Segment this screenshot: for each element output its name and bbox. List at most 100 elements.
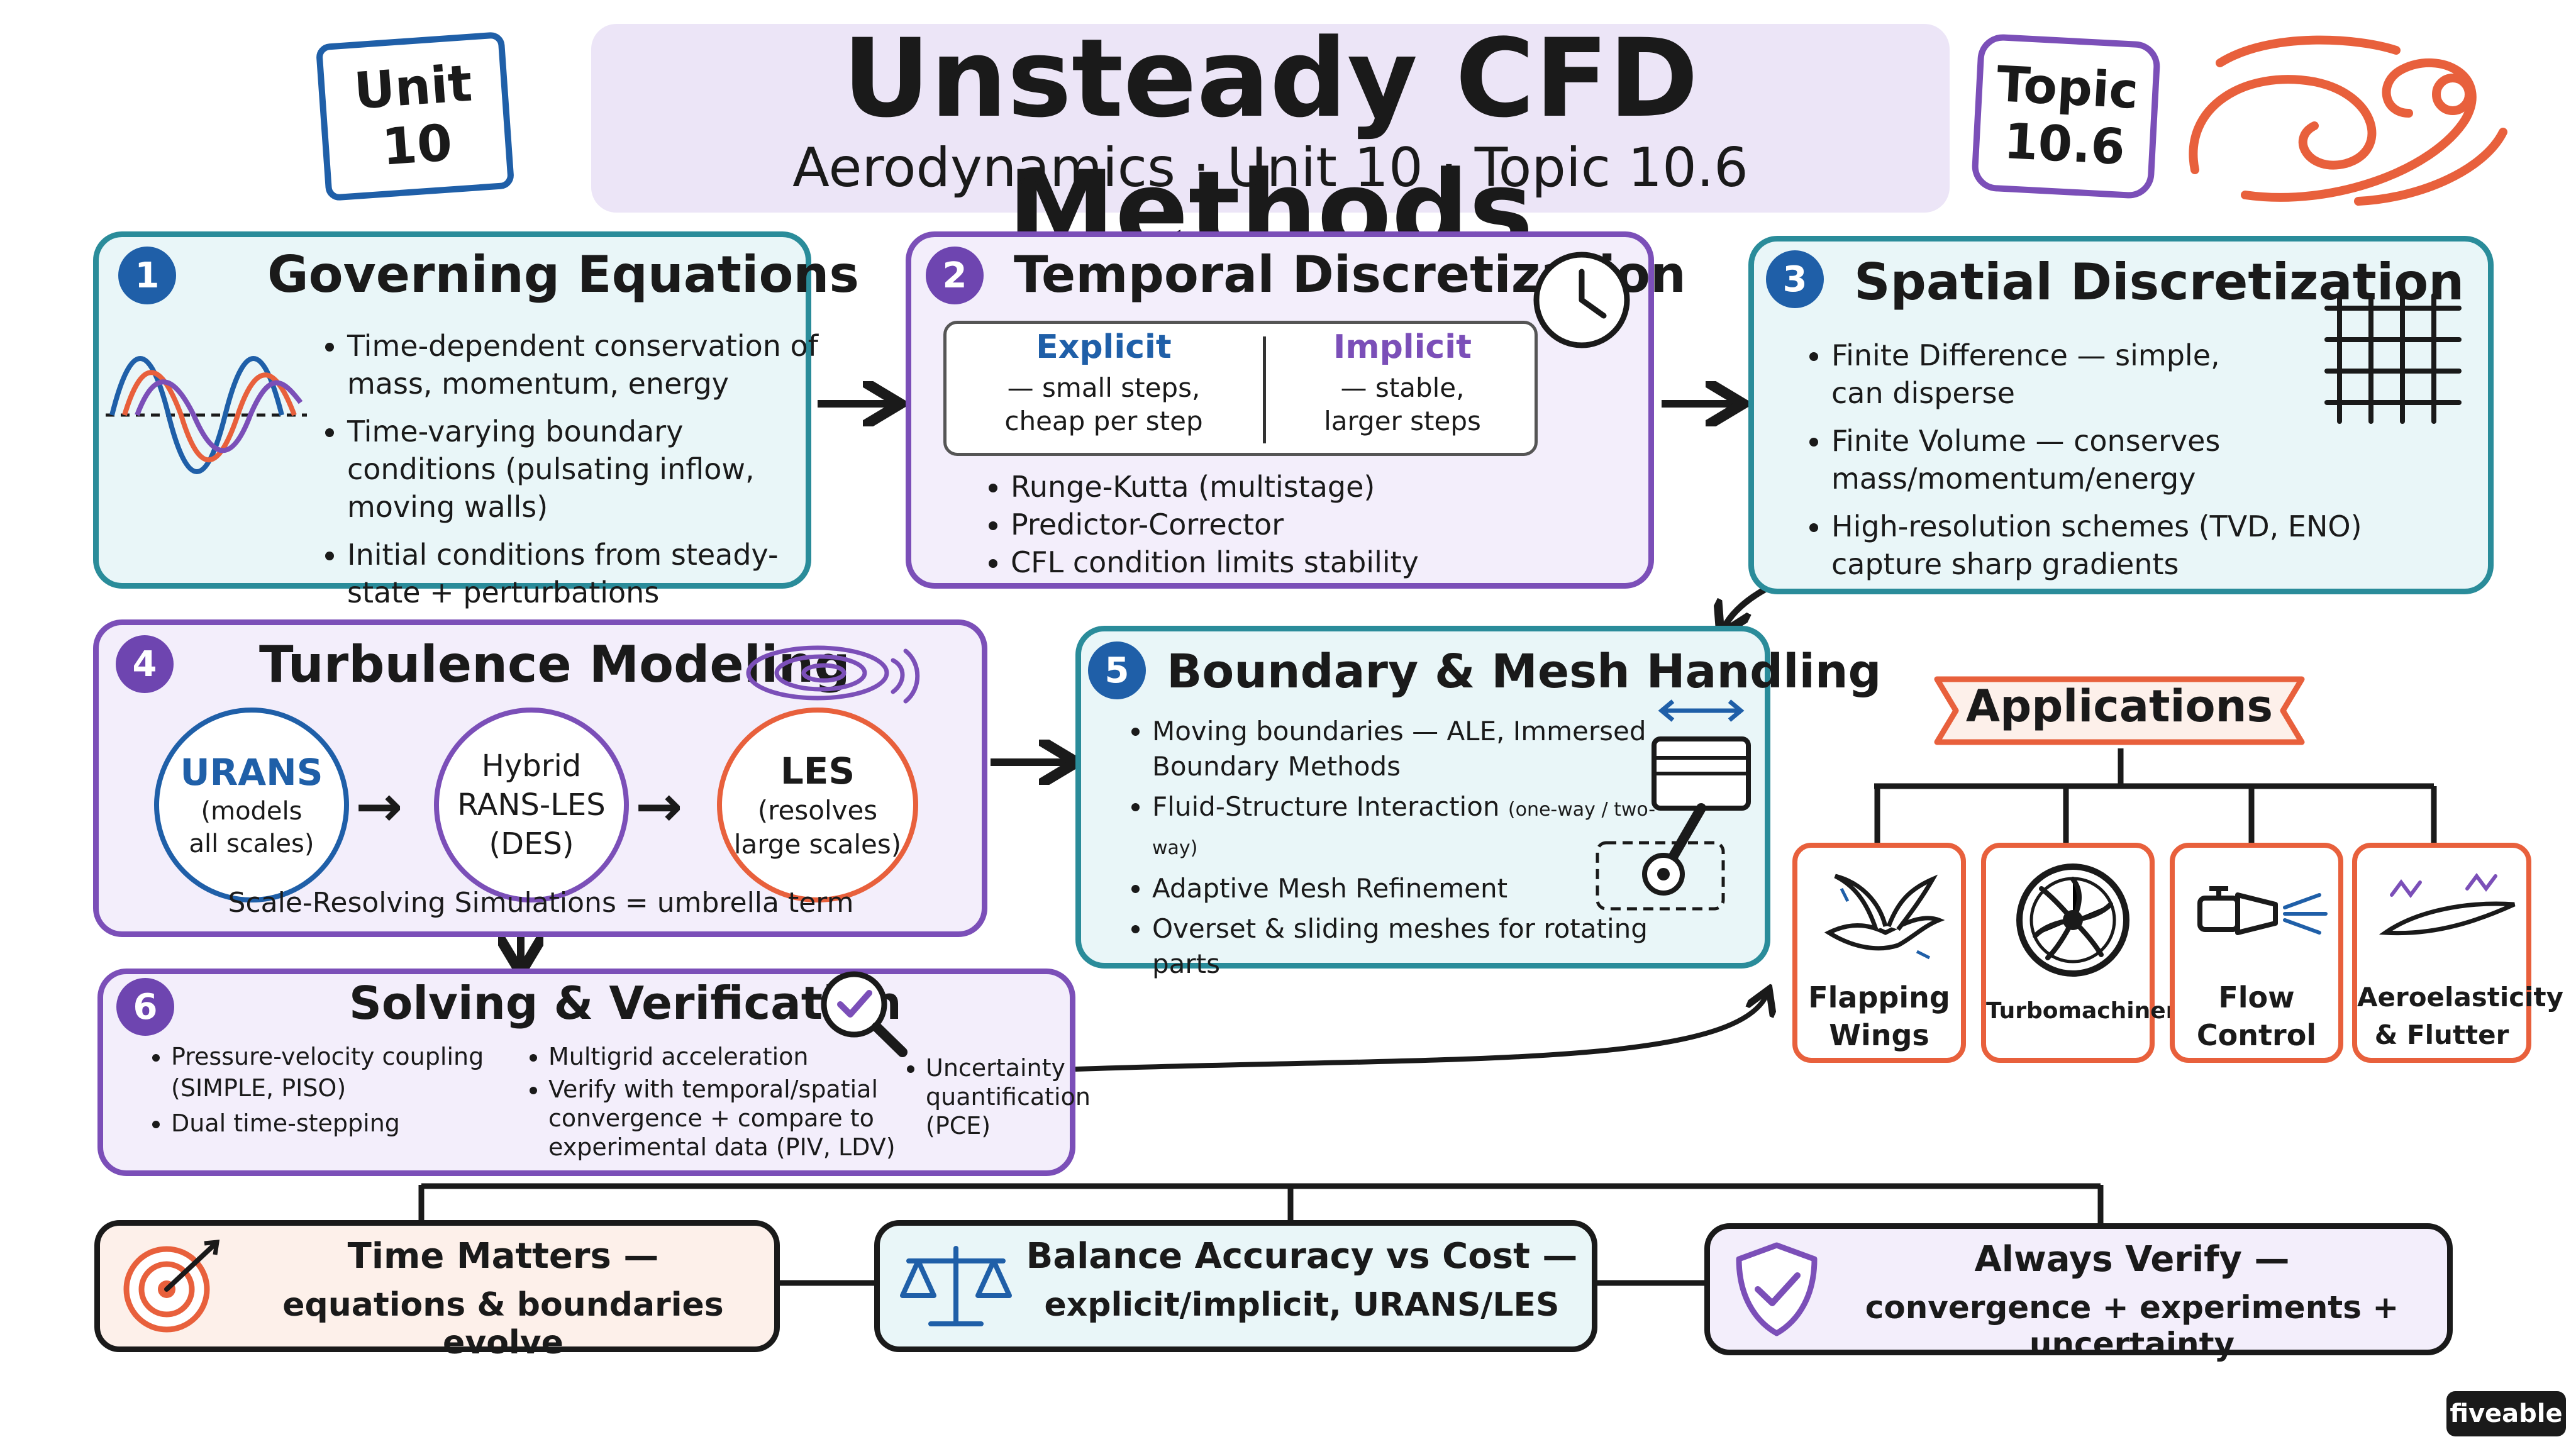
- section-solving-verification: [97, 969, 1075, 1176]
- bullet: Time-dependent conservation of mass, mom…: [347, 327, 831, 402]
- vortex-icon: [746, 645, 920, 704]
- bullet: High-resolution schemes (TVD, ENO) captu…: [1831, 508, 2423, 583]
- section-3-bullets: Finite Difference — simple, can disperse…: [1799, 336, 2423, 593]
- section-4-number: 4: [116, 635, 174, 693]
- section-6-col-1: Pressure-velocity coupling (SIMPLE, PISO…: [138, 1041, 511, 1149]
- app-label-line-2: Control: [2196, 1018, 2317, 1052]
- urans-node: URANS (models all scales): [154, 708, 349, 902]
- section-3-number: 3: [1766, 250, 1824, 308]
- app-label-line-1: Turbomachinery: [1986, 998, 2192, 1024]
- bullet: Multigrid acceleration: [548, 1041, 919, 1072]
- arrow-6-to-apps: [1075, 994, 1767, 1072]
- urans-title: URANS: [180, 751, 323, 794]
- swirl-icon: [2189, 35, 2507, 206]
- fiveable-logo[interactable]: fiveable: [2446, 1391, 2566, 1436]
- hybrid-line-3: (DES): [489, 826, 574, 862]
- takeaway-3-line-1: Always Verify —: [1974, 1239, 2290, 1280]
- takeaway-2-line-1: Balance Accuracy vs Cost —: [1026, 1236, 1578, 1277]
- bullet-fsi: Fluid-Structure Interaction (one-way / t…: [1152, 789, 1693, 866]
- target-icon: [123, 1240, 220, 1333]
- turbine-fan-icon: [2016, 863, 2129, 977]
- takeaway-1-line-2: equations & boundaries evolve: [282, 1286, 724, 1362]
- unit-badge: Unit 10: [315, 31, 515, 202]
- applications-ribbon: [1934, 676, 2305, 745]
- takeaway-balance-accuracy: [874, 1220, 1597, 1352]
- bullet: Uncertainty quantification (PCE): [926, 1053, 1102, 1140]
- bullet: Verify with temporal/spatial convergence…: [548, 1075, 919, 1162]
- explicit-implicit-compare: [943, 321, 1538, 456]
- section-5-number: 5: [1088, 641, 1146, 699]
- section-5-bullets: Moving boundaries — ALE, Immersed Bounda…: [1119, 714, 1693, 987]
- les-line-1: (resolves: [757, 795, 878, 826]
- implicit-line-2: larger steps: [1324, 406, 1481, 436]
- piston-icon: [1596, 699, 1751, 911]
- fsi-text: Fluid-Structure Interaction: [1152, 791, 1500, 822]
- explicit-line-2: cheap per step: [1004, 406, 1203, 436]
- bullet: Initial conditions from steady-state + p…: [347, 536, 831, 611]
- app-card-turbomachinery: Turbomachinery: [1981, 843, 2192, 1063]
- applications-title: Applications: [1965, 680, 2273, 732]
- hybrid-line-1: Hybrid: [481, 748, 582, 784]
- section-2-number: 2: [926, 247, 984, 304]
- flutter-wing-icon: [2379, 873, 2516, 936]
- bullet: CFL condition limits stability: [1011, 544, 1671, 580]
- section-3-title: Spatial Discretization: [1854, 253, 2465, 311]
- shield-check-icon: [1736, 1242, 1818, 1336]
- section-6-number: 6: [116, 978, 174, 1036]
- explicit-title: Explicit: [1036, 328, 1172, 366]
- section-1-number: 1: [118, 247, 176, 304]
- page-subtitle: Aerodynamics · Unit 10 · Topic 10.6: [792, 136, 1748, 199]
- hybrid-node: Hybrid RANS-LES (DES): [434, 708, 629, 902]
- fsi-small: (one-way / two-way): [1152, 799, 1656, 859]
- section-6-col-3: Uncertainty quantification (PCE): [893, 1053, 1102, 1150]
- bullet: Finite Volume — conserves mass/momentum/…: [1831, 422, 2423, 497]
- topic-badge: Topic 10.6: [1970, 33, 2162, 200]
- app-label-line-1: Flow: [2218, 980, 2295, 1014]
- les-line-2: large scales): [733, 829, 902, 860]
- brand-text: fiveable: [2450, 1399, 2563, 1428]
- hybrid-line-2: RANS-LES: [457, 787, 606, 823]
- magnifier-check-icon: [821, 971, 908, 1057]
- app-label-line-2: & Flutter: [2374, 1019, 2509, 1050]
- title-banner: [591, 24, 1950, 213]
- bullet: Overset & sliding meshes for rotating pa…: [1152, 911, 1693, 982]
- takeaway-1-line-1: Time Matters —: [347, 1236, 659, 1277]
- bullet: Moving boundaries — ALE, Immersed Bounda…: [1152, 714, 1693, 784]
- takeaway-always-verify: [1704, 1223, 2453, 1355]
- app-card-aeroelasticity: Aeroelasticity & Flutter: [2352, 843, 2564, 1063]
- section-2-bullets: Runge-Kutta (multistage) Predictor-Corre…: [978, 469, 1671, 582]
- arrow-urans-hybrid: →: [355, 774, 403, 840]
- unit-badge-number: 10: [380, 113, 454, 177]
- grid-mesh-icon: [2324, 293, 2462, 424]
- app-card-flapping-wings: Flapping Wings: [1792, 843, 1966, 1063]
- section-6-col-2: Multigrid acceleration Verify with tempo…: [516, 1041, 919, 1172]
- clock-icon: [1533, 252, 1630, 348]
- section-6-title: Solving & Verification: [349, 977, 902, 1030]
- implicit-title: Implicit: [1333, 328, 1472, 366]
- urans-line-1: (models: [201, 797, 303, 826]
- section-governing-equations: [93, 231, 811, 589]
- bullet: Predictor-Corrector: [1011, 506, 1671, 543]
- bird-icon: [1824, 874, 1945, 960]
- explicit-line-1: — small steps,: [1007, 372, 1201, 403]
- bullet: Pressure-velocity coupling (SIMPLE, PISO…: [171, 1041, 511, 1104]
- takeaway-3-line-2: convergence + experiments + uncertainty: [1865, 1289, 2399, 1362]
- app-card-flow-control: Flow Control: [2170, 843, 2343, 1063]
- app-label-line-1: Aeroelasticity: [2357, 982, 2564, 1013]
- bullet: Adaptive Mesh Refinement: [1152, 871, 1693, 906]
- takeaway-2-line-2: explicit/implicit, URANS/LES: [1044, 1286, 1560, 1324]
- bullet: Finite Difference — simple, can disperse: [1831, 336, 2234, 412]
- app-label-line-2: Wings: [1829, 1018, 1929, 1052]
- topic-badge-number: 10.6: [2002, 113, 2127, 176]
- turbulence-footer: Scale-Resolving Simulations = umbrella t…: [228, 887, 854, 919]
- app-label-line-1: Flapping: [1808, 980, 1950, 1014]
- section-5-title: Boundary & Mesh Handling: [1167, 645, 1882, 699]
- section-1-title: Governing Equations: [267, 245, 859, 304]
- flow-nozzle-icon: [2197, 886, 2328, 935]
- bullet: Runge-Kutta (multistage): [1011, 469, 1671, 505]
- wave-icon: [106, 356, 307, 474]
- compare-divider: [1263, 336, 1266, 443]
- bullet: Dual time-stepping: [171, 1108, 511, 1139]
- balance-scale-icon: [900, 1246, 1012, 1326]
